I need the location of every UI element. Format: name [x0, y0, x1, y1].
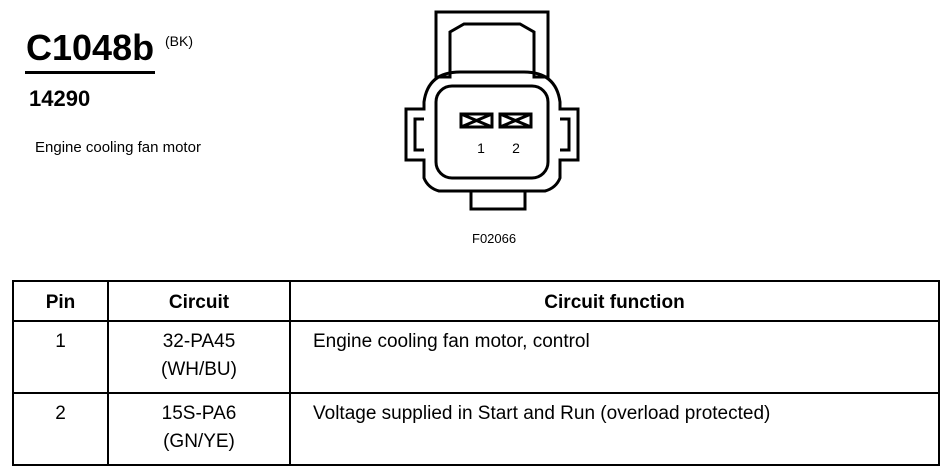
table-row: 2 15S-PA6 (GN/YE) Voltage supplied in St…	[12, 392, 940, 466]
cell-circuit: 32-PA45 (WH/BU)	[107, 320, 291, 394]
header-circuit-function: Circuit function	[289, 280, 940, 322]
table-row: 1 32-PA45 (WH/BU) Engine cooling fan mot…	[12, 320, 940, 394]
pin-2-label: 2	[512, 140, 520, 156]
cell-circuit: 15S-PA6 (GN/YE)	[107, 392, 291, 466]
connector-keyway-tab	[469, 189, 527, 211]
title-underline	[25, 71, 155, 74]
pin-1-label: 1	[477, 140, 485, 156]
housing-left-ear-detail	[413, 117, 424, 152]
connector-latch	[434, 10, 550, 79]
connector-id: C1048b	[26, 27, 155, 68]
circuit-number: 15S-PA6	[161, 403, 237, 424]
pinout-table: Pin Circuit Circuit function 1 32-PA45 (…	[12, 280, 940, 466]
circuit-number: 32-PA45	[162, 331, 236, 352]
connector-housing	[404, 70, 580, 193]
cell-circuit-function: Engine cooling fan motor, control	[289, 320, 940, 394]
wire-color: (GN/YE)	[163, 431, 235, 452]
header-pin: Pin	[12, 280, 109, 322]
connector-face-diagram: 1 2	[404, 10, 580, 211]
figure-code: F02066	[472, 231, 517, 246]
part-number: 14290	[29, 86, 91, 111]
cell-circuit-function: Voltage supplied in Start and Run (overl…	[289, 392, 940, 466]
header-circuit: Circuit	[107, 280, 291, 322]
table-header-row: Pin Circuit Circuit function	[12, 280, 940, 322]
component-description: Engine cooling fan motor	[35, 139, 201, 156]
cell-pin: 2	[12, 392, 109, 466]
cell-pin: 1	[12, 320, 109, 394]
wire-color: (WH/BU)	[161, 359, 237, 380]
connector-cavity	[434, 84, 550, 180]
connector-color-code: (BK)	[165, 33, 193, 49]
housing-right-ear-detail	[560, 117, 571, 152]
